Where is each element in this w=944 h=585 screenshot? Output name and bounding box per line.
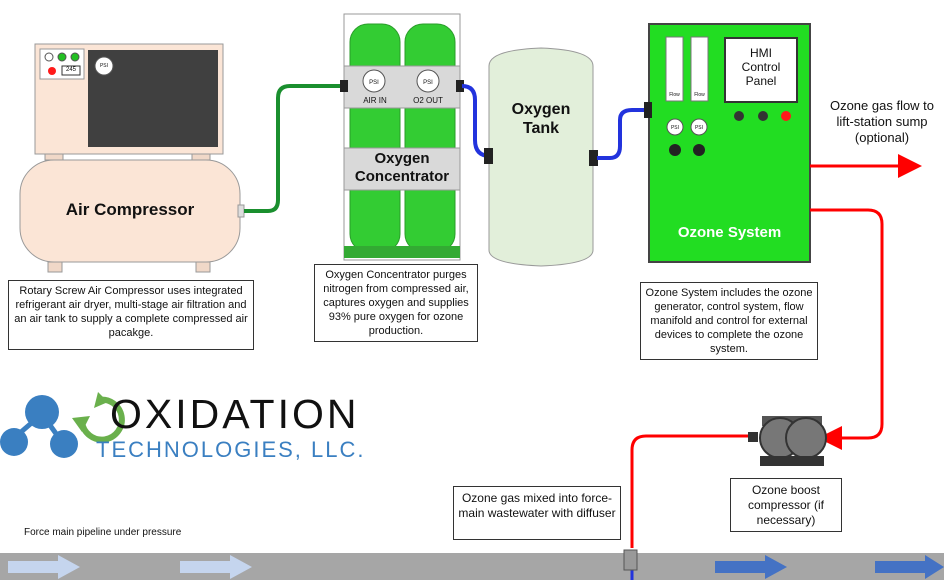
ozone-gauge-left-icon bbox=[666, 118, 684, 136]
hmi-control-panel-label: HMI Control Panel bbox=[741, 46, 781, 88]
force-main-pipeline bbox=[0, 553, 944, 580]
air-in-gauge-unit: PSI bbox=[369, 80, 379, 86]
flow-arrow-4 bbox=[875, 555, 944, 579]
air-compressor bbox=[19, 43, 245, 273]
diffuser bbox=[623, 549, 638, 571]
oxygen-concentrator-title: Oxygen Concentrator bbox=[354, 150, 450, 185]
logo-name: OXIDATION bbox=[110, 391, 360, 437]
oxygen-pipe-1 bbox=[461, 84, 491, 158]
oxygen-pipe-2 bbox=[597, 108, 644, 160]
flow-meter-left-label: Flow bbox=[669, 92, 680, 98]
ozone-gauge-right-unit: PSI bbox=[694, 125, 704, 131]
logo-subtitle: TECHNOLOGIES, LLC. bbox=[96, 437, 366, 462]
compressed-air-pipe bbox=[244, 84, 344, 213]
ozone-system bbox=[644, 23, 811, 263]
compressor-display: 245 bbox=[65, 67, 76, 73]
oxygen-tank-title: Oxygen Tank bbox=[511, 101, 571, 137]
o2-out-label: O2 OUT bbox=[413, 96, 443, 105]
compressor-gauge-icon bbox=[94, 56, 114, 76]
o2-out-gauge-unit: PSI bbox=[423, 80, 433, 86]
air-in-gauge-icon bbox=[362, 69, 386, 93]
flow-arrow-3 bbox=[715, 555, 787, 579]
flow-arrow-1 bbox=[8, 555, 80, 579]
flow-arrow-2 bbox=[180, 555, 252, 579]
air-in-label: AIR IN bbox=[363, 96, 387, 105]
hmi-knob-1 bbox=[734, 111, 744, 121]
oxygen-tank bbox=[484, 47, 598, 267]
air-compressor-title: Air Compressor bbox=[65, 200, 195, 219]
ozone-system-caption: Ozone System includes the ozone generato… bbox=[640, 282, 818, 360]
booster-to-diffuser-pipe bbox=[630, 434, 750, 548]
ozone-to-booster-pipe bbox=[810, 208, 884, 450]
boost-compressor bbox=[748, 416, 827, 466]
ozone-gauge-left-unit: PSI bbox=[670, 125, 680, 131]
recycle-icon bbox=[72, 392, 125, 443]
hmi-indicator-light bbox=[781, 111, 791, 121]
ozone-gauge-right-icon bbox=[690, 118, 708, 136]
logo-mark bbox=[0, 395, 78, 458]
hmi-knob-2 bbox=[758, 111, 768, 121]
compressor-gauge-label: PSI bbox=[99, 63, 109, 69]
o2-out-gauge-icon bbox=[416, 69, 440, 93]
flow-meter-right-label: Flow bbox=[694, 92, 705, 98]
ozone-system-title: Ozone System bbox=[677, 224, 782, 241]
boost-compressor-caption: Ozone boost compressor (if necessary) bbox=[730, 478, 842, 532]
ozone-flow-note: Ozone gas flow to lift-station sump (opt… bbox=[829, 98, 935, 145]
oxygen-concentrator bbox=[340, 13, 464, 261]
pipeline-label: Force main pipeline under pressure bbox=[24, 527, 182, 538]
diffuser-caption: Ozone gas mixed into force-main wastewat… bbox=[453, 486, 621, 540]
oxygen-concentrator-caption: Oxygen Concentrator purges nitrogen from… bbox=[314, 264, 478, 342]
air-compressor-caption: Rotary Screw Air Compressor uses integra… bbox=[8, 280, 254, 350]
